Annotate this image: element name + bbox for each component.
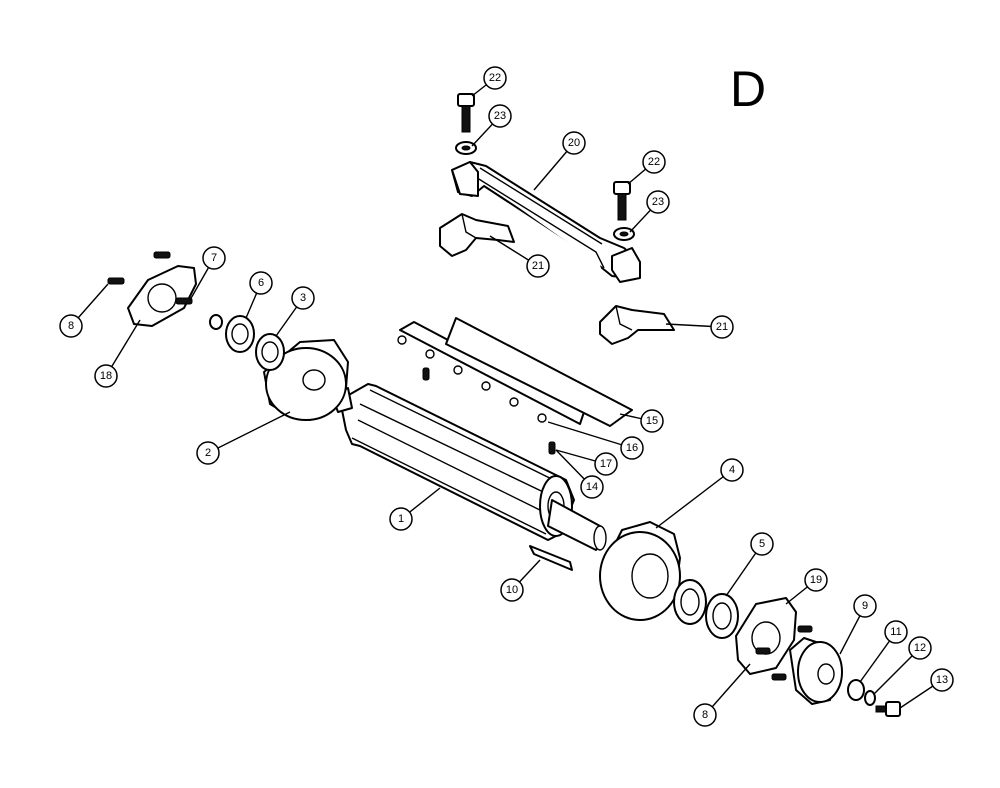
callout-11: 11 — [884, 620, 908, 644]
part-11-washer — [847, 679, 865, 701]
part-22-bolt-right — [613, 181, 631, 221]
callout-14: 14 — [580, 475, 604, 499]
section-letter: D — [730, 61, 766, 117]
part-20-handle — [451, 161, 641, 283]
part-2-bearing-housing — [263, 339, 349, 421]
callout-7: 7 — [202, 246, 226, 270]
callout-6-label: 6 — [258, 277, 264, 289]
callout-13-label: 13 — [936, 674, 948, 686]
callout-5-label: 5 — [759, 538, 765, 550]
callout-22-right-label: 22 — [648, 156, 660, 168]
part-9-pulley — [789, 637, 843, 705]
part-22-bolt-left — [457, 93, 475, 133]
callout-12: 12 — [908, 636, 932, 660]
callout-23-right-label: 23 — [652, 196, 664, 208]
callout-10: 10 — [500, 578, 524, 602]
part-12-washer — [864, 690, 876, 706]
part-8-screw-left — [107, 251, 193, 305]
callout-1-label: 1 — [398, 513, 404, 525]
part-21-clamp-right — [599, 305, 675, 345]
part-21-clamp-left — [439, 213, 515, 257]
callout-23-left: 23 — [488, 104, 512, 128]
part-3-bearing — [255, 333, 285, 371]
callout-21-left-label: 21 — [532, 260, 544, 272]
callout-23-right: 23 — [646, 190, 670, 214]
callout-4: 4 — [720, 458, 744, 482]
part-16-screws — [397, 335, 547, 423]
callout-17: 17 — [594, 452, 618, 476]
callout-8-right: 8 — [693, 703, 717, 727]
part-7-washer — [209, 314, 223, 330]
part-17-pin — [422, 367, 430, 381]
part-18-plate — [127, 265, 197, 327]
part-6-bearing — [225, 315, 255, 353]
callout-22-left: 22 — [483, 66, 507, 90]
callout-2-label: 2 — [205, 447, 211, 459]
callout-19-label: 19 — [810, 574, 822, 586]
part-19-flange — [735, 597, 797, 675]
callout-19: 19 — [804, 568, 828, 592]
callout-13: 13 — [930, 668, 954, 692]
callout-8-left: 8 — [59, 314, 83, 338]
part-5-bearing-b — [705, 593, 739, 639]
callout-6: 6 — [249, 271, 273, 295]
part-13-bolt — [875, 701, 901, 717]
callout-5: 5 — [750, 532, 774, 556]
callout-22-left-label: 22 — [489, 72, 501, 84]
callout-8-left-label: 8 — [68, 320, 74, 332]
callout-12-label: 12 — [914, 642, 926, 654]
callout-21-right: 21 — [710, 315, 734, 339]
part-14-spring — [548, 441, 556, 455]
callout-14-label: 14 — [586, 481, 598, 493]
callout-18-label: 18 — [100, 370, 112, 382]
part-10-key — [529, 545, 573, 571]
callout-22-right: 22 — [642, 150, 666, 174]
callout-9: 9 — [853, 594, 877, 618]
callout-15: 15 — [640, 409, 664, 433]
callout-4-label: 4 — [729, 464, 735, 476]
callout-16: 16 — [620, 436, 644, 460]
callout-8-right-label: 8 — [702, 709, 708, 721]
part-5-bearing-a — [673, 579, 707, 625]
callout-18: 18 — [94, 364, 118, 388]
callout-20: 20 — [562, 131, 586, 155]
part-23-washer-right — [613, 227, 635, 241]
callout-20-label: 20 — [568, 137, 580, 149]
callout-21-left: 21 — [526, 254, 550, 278]
part-15-knife-blade — [445, 317, 633, 427]
callout-23-left-label: 23 — [494, 110, 506, 122]
callout-10-label: 10 — [506, 584, 518, 596]
callout-21-right-label: 21 — [716, 321, 728, 333]
callout-2: 2 — [196, 441, 220, 465]
callout-3-label: 3 — [300, 292, 306, 304]
callout-16-label: 16 — [626, 442, 638, 454]
callout-17-label: 17 — [600, 458, 612, 470]
callout-11-label: 11 — [890, 626, 901, 638]
callout-7-label: 7 — [211, 252, 217, 264]
leader-lines — [70, 77, 943, 716]
part-8-screw-right — [755, 625, 813, 681]
callout-15-label: 15 — [646, 415, 658, 427]
callout-9-label: 9 — [862, 600, 868, 612]
callout-3: 3 — [291, 286, 315, 310]
part-1-cutterhead — [331, 383, 607, 551]
part-23-washer-left — [455, 141, 477, 155]
callout-1: 1 — [389, 507, 413, 531]
part-4-bearing-housing — [599, 521, 681, 621]
